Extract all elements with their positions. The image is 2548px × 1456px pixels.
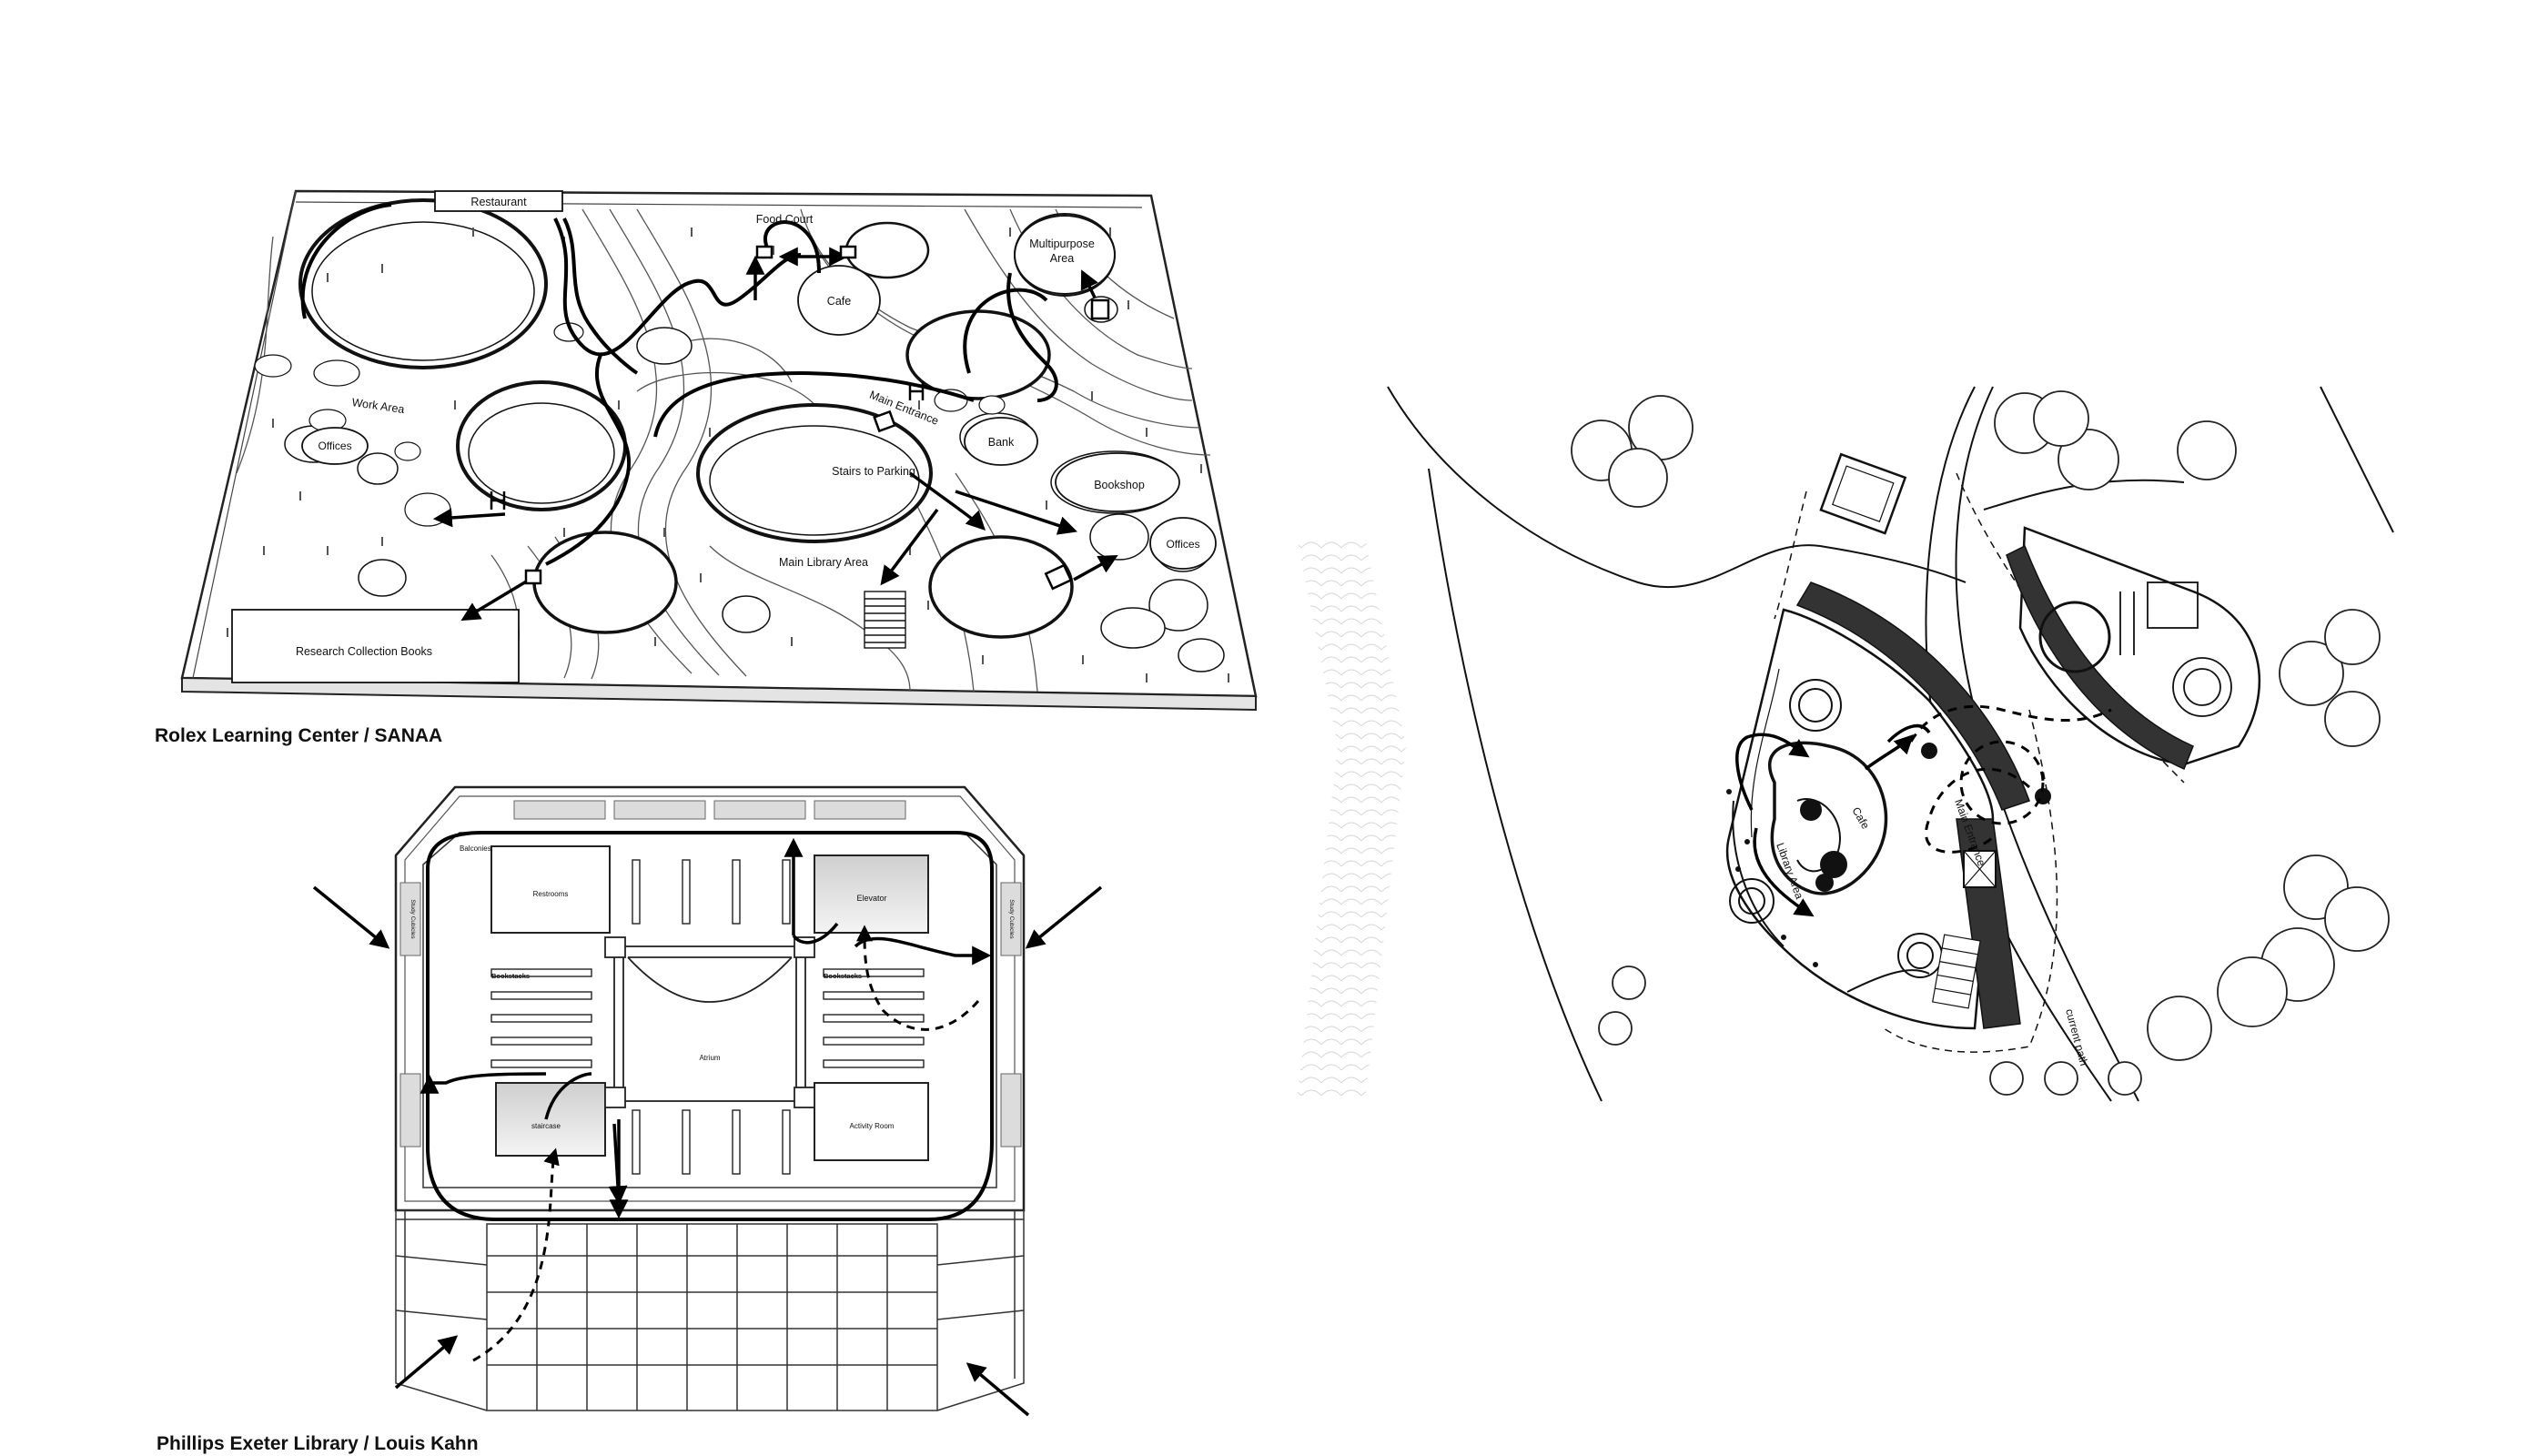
label-research-collection: Research Collection Books (296, 645, 432, 658)
exeter-labels: Balconies Restrooms Elevator Bookstacks … (410, 844, 1015, 1130)
label-staircase: staircase (531, 1122, 561, 1130)
exeter-caption: Phillips Exeter Library / Louis Kahn (157, 1433, 479, 1454)
bank-room (964, 417, 1038, 466)
exeter-arrows (312, 837, 1103, 1417)
pod-building-left (1725, 608, 1995, 1030)
label-atrium: Atrium (699, 1054, 720, 1062)
site-plan: Main Entrance Library Area Cafe current … (1387, 386, 2394, 1102)
site-stairs (1932, 934, 1981, 1009)
label-bookstacks-left: Bookstacks (491, 972, 530, 980)
label-restaurant: Restaurant (470, 196, 527, 208)
exeter-dashed-paths (472, 925, 980, 1362)
door-markers (490, 245, 1110, 591)
bookshop-room (1055, 452, 1180, 512)
pod-curved-wall (1795, 581, 2030, 811)
label-study-cubicles-left: Study Cubicles (410, 899, 416, 939)
restrooms-room (490, 845, 611, 934)
site-dashed-paths (1909, 704, 2112, 854)
label-bookshop: Bookshop (1094, 479, 1145, 491)
label-multipurpose-2: Area (1050, 252, 1074, 265)
patios (254, 198, 1225, 672)
transition-chevron (1297, 537, 1406, 1101)
elevator-room (814, 854, 929, 934)
label-study-cubicles-right: Study Cubicles (1008, 899, 1015, 939)
bookstacks (490, 859, 925, 1175)
label-balconies: Balconies (460, 844, 491, 853)
label-activity-room: Activity Room (850, 1122, 895, 1130)
circulation-arrows (432, 247, 1118, 622)
site-circulation (1735, 723, 1931, 917)
staircase-room (495, 1082, 606, 1157)
restaurant-box (434, 190, 563, 212)
circulation-path (300, 203, 1058, 566)
exeter-colonnade (395, 1209, 1025, 1411)
label-multipurpose-1: Multipurpose (1029, 238, 1095, 250)
trees (1571, 390, 2390, 1096)
label-restrooms: Restrooms (533, 890, 569, 898)
pod-right-interior (2038, 581, 2232, 717)
rolex-plan: Restaurant Food Court Multipurpose Area … (180, 189, 1258, 712)
activity-room (814, 1082, 929, 1161)
stair-building (1819, 452, 1907, 535)
atrium (604, 936, 815, 1108)
label-offices-left: Offices (318, 440, 351, 452)
label-food-court: Food Court (756, 213, 814, 226)
label-elevator: Elevator (856, 894, 886, 903)
parking-stairs (864, 591, 906, 649)
pod-plants (1726, 743, 2051, 967)
label-bank: Bank (988, 436, 1015, 449)
label-bookstacks-right: Bookstacks (824, 972, 862, 980)
offices-right-room (1149, 517, 1217, 570)
rolex-slab-edge (181, 676, 1257, 712)
exeter-plan: Balconies Restrooms Elevator Bookstacks … (312, 785, 1103, 1417)
label-offices-right: Offices (1166, 538, 1199, 551)
offices-left-room (301, 427, 369, 465)
label-cafe: Cafe (827, 295, 851, 308)
exeter-circulation-loop (426, 831, 994, 1221)
research-collection-box (231, 609, 520, 683)
label-stairs-to-parking: Stairs to Parking (832, 465, 915, 478)
rolex-caption: Rolex Learning Center / SANAA (155, 725, 443, 746)
label-main-library-area: Main Library Area (779, 556, 868, 569)
pod-curved-wall-right (2006, 544, 2194, 771)
balcony-strip (399, 800, 1022, 1148)
